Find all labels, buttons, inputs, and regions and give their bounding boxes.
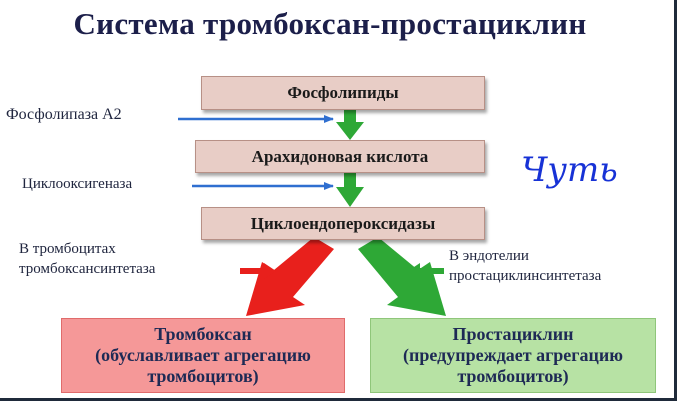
handwritten-note: Чуть <box>521 150 618 190</box>
arrow-thrombo-synthetase <box>240 263 276 279</box>
thromboxane-desc-2: тромбоцитов) <box>147 366 259 386</box>
node-cycloendoperoxidases: Циклоендопероксидазы <box>201 207 485 240</box>
page-title: Система тромбоксан-простациклин <box>73 6 587 41</box>
node-prostacyclin: Простациклин (предупреждает агрегацию тр… <box>370 318 656 393</box>
node-phospholipids-label: Фосфолипиды <box>287 83 399 102</box>
label-endo-location: В эндотелии <box>449 248 529 264</box>
arrow-phospho-to-arachidonic <box>336 110 364 140</box>
label-endo-enzyme: простациклинсинтетаза <box>449 268 602 284</box>
label-thrombo-location: В тромбоцитах <box>19 241 116 257</box>
thromboxane-name: Тромбоксан <box>154 324 252 344</box>
arrow-to-prostacyclin <box>358 237 446 316</box>
prostacyclin-desc-2: тромбоцитов) <box>457 366 569 386</box>
label-thrombo-enzyme: тромбоксансинтетаза <box>19 261 156 277</box>
prostacyclin-name: Простациклин <box>452 324 574 344</box>
thromboxane-desc-1: (обуславливает агрегацию <box>95 345 311 365</box>
arrow-endo-synthetase <box>408 263 444 279</box>
arrow-to-thromboxane <box>246 237 334 316</box>
node-arachidonic-label: Арахидоновая кислота <box>251 146 429 166</box>
label-phospholipase: Фосфолипаза А2 <box>6 106 122 123</box>
arrow-arachidonic-to-cycloendo <box>336 173 364 207</box>
node-cycloendo-label: Циклоендопероксидазы <box>250 213 436 233</box>
node-arachidonic-acid: Арахидоновая кислота <box>195 140 485 173</box>
node-phospholipids: Фосфолипиды <box>201 76 485 110</box>
label-cyclooxygenase: Циклооксигеназа <box>22 176 133 192</box>
node-thromboxane: Тромбоксан (обуславливает агрегацию тром… <box>61 318 345 393</box>
prostacyclin-desc-1: (предупреждает агрегацию <box>403 345 623 365</box>
